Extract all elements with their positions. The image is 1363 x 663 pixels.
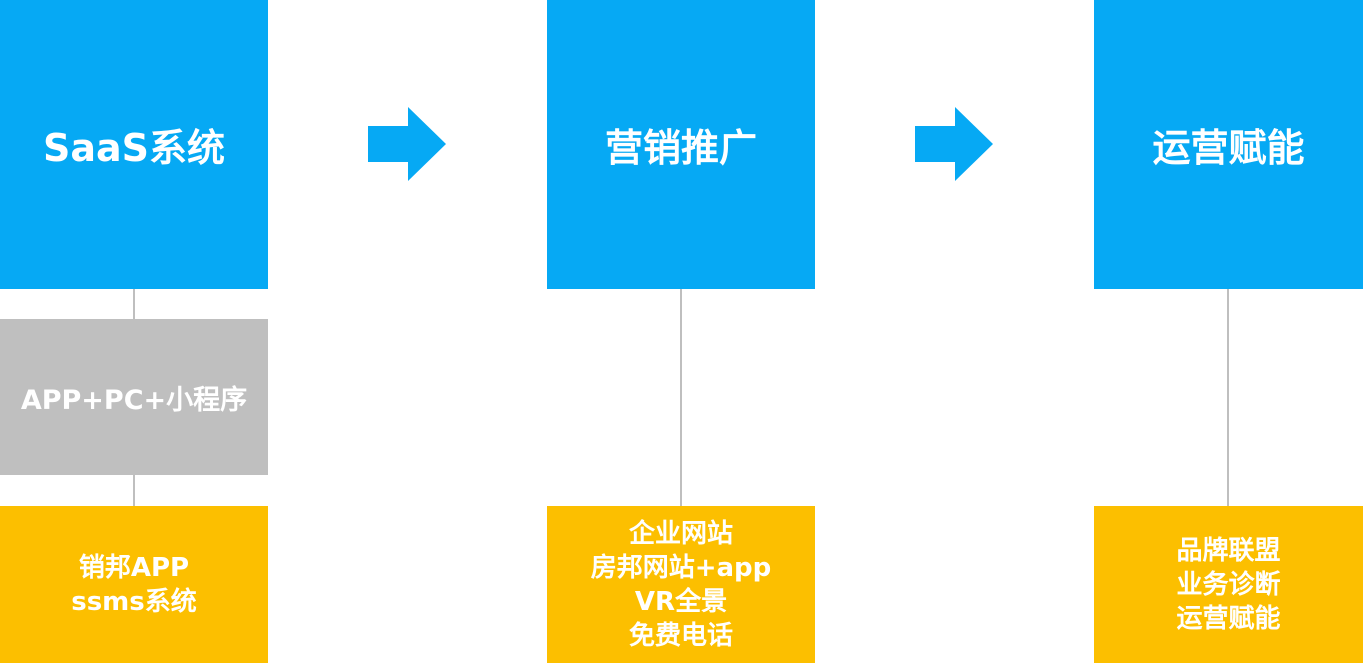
right-arrow-icon — [368, 107, 446, 181]
stage-marketing-connector — [680, 289, 682, 506]
stage-saas-platform-box: APP+PC+小程序 — [0, 319, 268, 475]
detail-line: 房邦网站+app — [590, 552, 772, 583]
stage-marketing-box: 营销推广 — [547, 0, 815, 289]
stage-saas-box: SaaS系统 — [0, 0, 268, 289]
detail-line: 品牌联盟 — [1176, 535, 1281, 566]
stage-saas-connector-top — [133, 289, 135, 319]
stage-operation-details: 品牌联盟 业务诊断 运营赋能 — [1176, 534, 1280, 636]
stage-marketing-details: 企业网站 房邦网站+app VR全景 免费电话 — [591, 517, 772, 653]
stage-saas-details-box: 销邦APP ssms系统 — [0, 506, 268, 663]
stage-saas-platform-label: APP+PC+小程序 — [20, 384, 248, 416]
detail-line: ssms系统 — [71, 586, 197, 617]
detail-line: 免费电话 — [628, 620, 733, 651]
detail-line: VR全景 — [634, 586, 728, 617]
stage-saas-title: SaaS系统 — [42, 126, 226, 170]
stage-operation-box: 运营赋能 — [1094, 0, 1363, 289]
detail-line: 销邦APP — [78, 552, 190, 583]
detail-line: 业务诊断 — [1176, 569, 1281, 600]
right-arrow-icon — [915, 107, 993, 181]
stage-operation-details-box: 品牌联盟 业务诊断 运营赋能 — [1094, 506, 1363, 663]
detail-line: 运营赋能 — [1176, 603, 1281, 634]
stage-saas-details: 销邦APP ssms系统 — [71, 551, 197, 619]
detail-line: 企业网站 — [628, 518, 733, 549]
stage-operation-title: 运营赋能 — [1152, 126, 1305, 170]
stage-marketing-title: 营销推广 — [604, 126, 757, 170]
stage-saas-connector-bottom — [133, 475, 135, 506]
stage-operation-connector — [1227, 289, 1229, 506]
stage-marketing-details-box: 企业网站 房邦网站+app VR全景 免费电话 — [547, 506, 815, 663]
